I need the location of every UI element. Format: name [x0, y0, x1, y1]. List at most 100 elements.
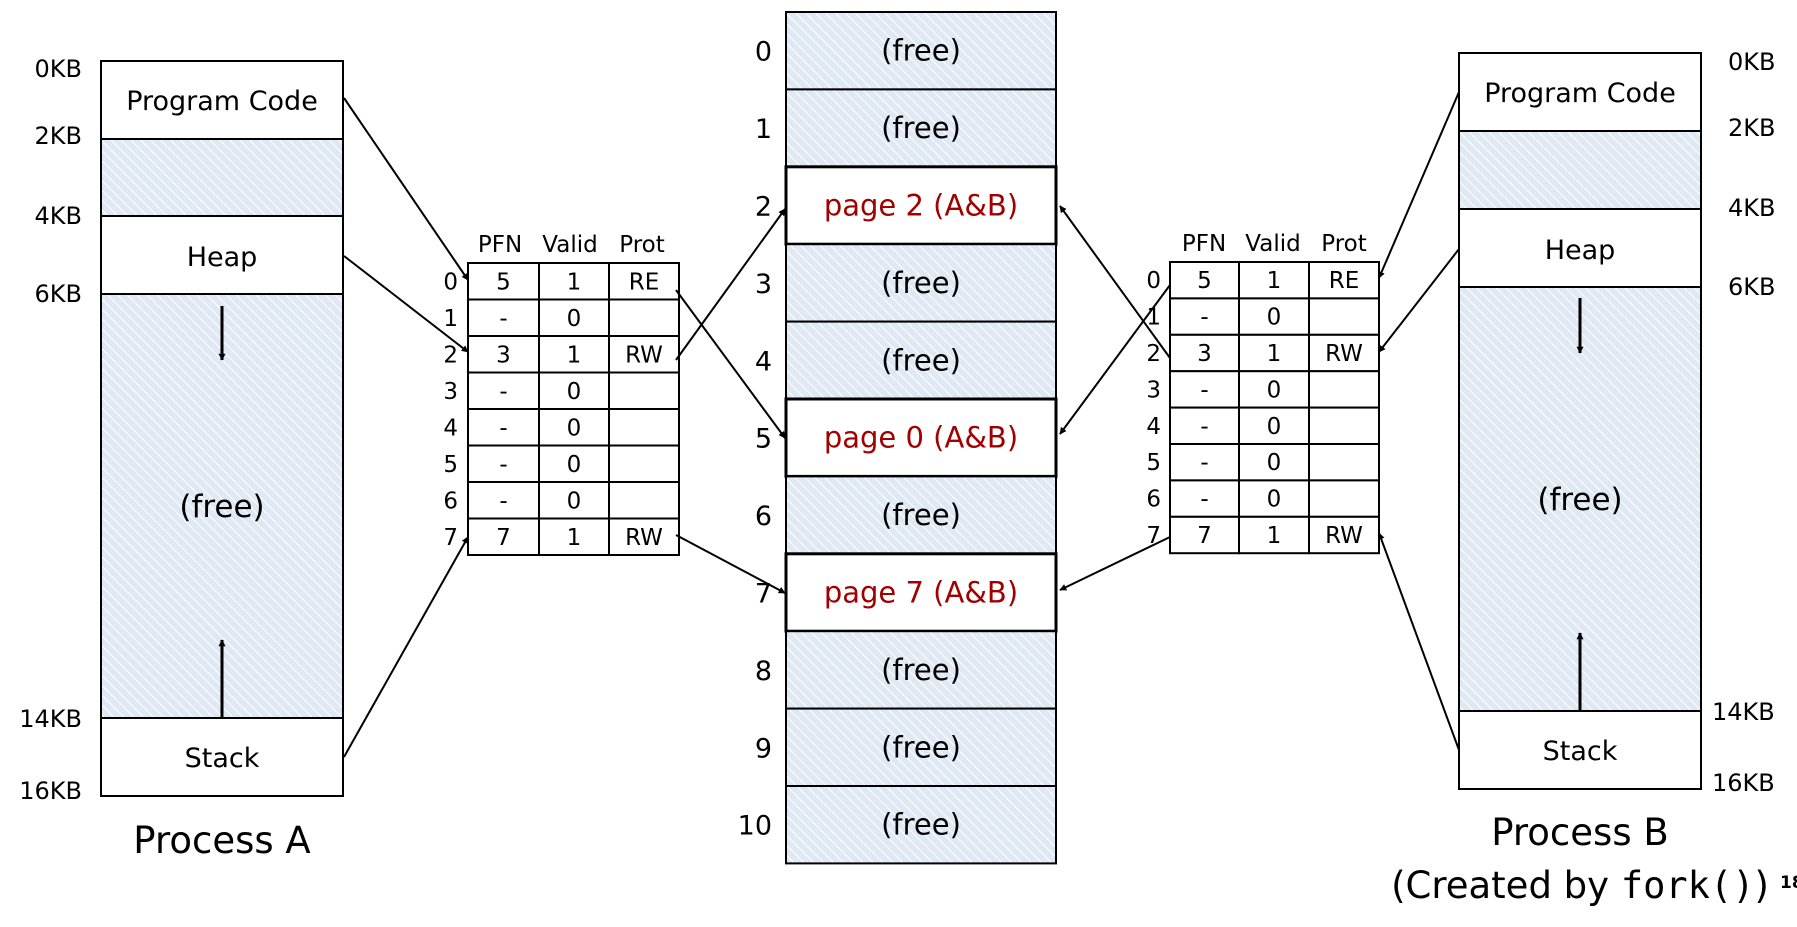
page-table-a-cell-1-prot	[608, 298, 680, 337]
page-table-a-index-5: 5	[443, 452, 458, 478]
page-table-a-index-0: 0	[443, 269, 458, 295]
frame-4-index: 4	[755, 346, 772, 377]
process-b: Program Code Heap (free) Stack 0KB 2KB 4…	[1391, 48, 1775, 907]
page-table-b-valid-0: 1	[1267, 268, 1282, 294]
frame-2-index: 2	[755, 192, 772, 223]
page-table-a-pfn-0: 5	[496, 269, 511, 295]
frame-3-box	[785, 243, 1057, 323]
page-table-a-pfn-6: -	[499, 488, 507, 514]
page-table-a-prot-7: RW	[625, 525, 663, 551]
frame-1-box	[785, 88, 1057, 168]
page-table-a-index-2: 2	[443, 342, 458, 368]
page-number: 18	[1780, 873, 1797, 893]
page-table-b-valid-3: 0	[1267, 377, 1282, 403]
page-table-b-index-2: 2	[1146, 341, 1161, 367]
frame-8-label: (free)	[881, 653, 961, 687]
page-table-b-prot-7: RW	[1325, 523, 1363, 549]
arrow-b-code-to-pte0	[1378, 91, 1460, 279]
frame-6-index: 6	[755, 501, 772, 532]
process-a-stack-label: Stack	[185, 743, 260, 774]
arrow-a-code-to-pte0	[343, 97, 469, 281]
page-table-b-pfn-7: 7	[1197, 523, 1212, 549]
page-table-a-prot-0: RE	[629, 269, 660, 295]
page-table-b-cell-2-prot	[1308, 333, 1380, 373]
frame-0-index: 0	[755, 37, 772, 68]
arrow-a-heap-to-pte2	[343, 255, 469, 353]
page-table-b-valid-7: 1	[1267, 523, 1282, 549]
frame-5-index: 5	[755, 424, 772, 455]
arrow-pte-b7-to-frame7	[1059, 536, 1171, 591]
process-a-addr-0: 0KB	[35, 55, 82, 83]
mapping-arrows	[343, 91, 1460, 758]
process-b-subtitle-code: fork()	[1621, 864, 1755, 907]
page-table-a-prot-2: RW	[625, 342, 663, 368]
process-b-addr-2: 4KB	[1728, 194, 1775, 222]
page-table-b-cell-6-prot	[1308, 479, 1380, 518]
frame-10-label: (free)	[881, 808, 961, 842]
page-table-b-valid-4: 0	[1267, 414, 1282, 440]
page-table-b-cell-7-prot	[1308, 515, 1380, 555]
frame-5-box	[784, 397, 1058, 478]
page-table-a-header-prot: Prot	[619, 232, 665, 258]
process-b-addr-3: 6KB	[1728, 273, 1775, 301]
arrow-pte-a7-to-frame7	[675, 534, 786, 594]
page-table-a-cell-3-prot	[608, 371, 680, 410]
page-table-a-valid-5: 0	[567, 452, 582, 478]
frame-10-box	[785, 785, 1057, 865]
page-table-b-prot-0: RE	[1329, 268, 1360, 294]
page-table-b-cell-2-valid	[1238, 333, 1310, 373]
frame-9-index: 9	[755, 733, 772, 764]
page-table-b-pfn-5: -	[1200, 450, 1208, 476]
frame-1-label: (free)	[881, 111, 961, 145]
page-table-a-cell-5-prot	[608, 444, 680, 483]
process-a-addr-3: 6KB	[35, 280, 82, 308]
page-table-a-cell-7-valid	[538, 517, 610, 556]
process-b-heap-label: Heap	[1545, 235, 1616, 266]
frame-2-label: page 2 (A&B)	[824, 189, 1018, 223]
page-table-b-cell-3-pfn	[1169, 370, 1240, 409]
frame-3-label: (free)	[881, 266, 961, 300]
frame-0-box	[785, 11, 1057, 91]
process-a-heap-segment	[100, 215, 344, 295]
frame-2-box	[784, 165, 1058, 246]
page-table-b-index-0: 0	[1146, 268, 1161, 294]
page-table-a-cell-4-prot	[608, 408, 680, 447]
arrow-pte-b2-to-frame2	[1059, 205, 1171, 359]
process-a-stack-segment	[100, 717, 344, 797]
page-table-b-header-prot: Prot	[1321, 231, 1367, 257]
page-table-a-cell-0-valid	[538, 262, 610, 301]
process-a-addr-4: 14KB	[19, 705, 82, 733]
page-table-b-cell-5-valid	[1238, 443, 1310, 482]
process-b-code-label: Program Code	[1484, 78, 1676, 109]
frame-3-index: 3	[755, 269, 772, 300]
page-table-a-cell-0-prot	[608, 262, 680, 301]
process-a-code-label: Program Code	[126, 86, 318, 117]
process-b-subtitle: (Created by fork())	[1391, 864, 1769, 907]
process-b-title: Process B	[1491, 811, 1669, 854]
page-table-a-index-6: 6	[443, 488, 458, 514]
process-a-addr-2: 4KB	[35, 202, 82, 230]
process-b-code-segment	[1458, 52, 1702, 132]
arrow-pte-a0-to-frame5	[675, 289, 786, 439]
page-table-a-pfn-2: 3	[496, 342, 511, 368]
page-table-b-index-5: 5	[1146, 450, 1161, 476]
page-table-a-cell-4-pfn	[467, 408, 540, 447]
page-table-a-valid-4: 0	[567, 415, 582, 441]
page-table-a-cell-7-prot	[608, 517, 680, 556]
process-b-addr-4: 14KB	[1712, 698, 1775, 726]
page-table-a-valid-6: 0	[567, 488, 582, 514]
frame-9-box	[785, 707, 1057, 787]
page-table-a-index-4: 4	[443, 415, 458, 441]
page-table-a-valid-7: 1	[567, 525, 582, 551]
page-table-a-valid-2: 1	[567, 342, 582, 368]
frame-6-label: (free)	[881, 498, 961, 532]
arrow-pte-a2-to-frame2	[675, 208, 786, 361]
process-b-subtitle-suffix: )	[1755, 864, 1769, 907]
process-a-hatched-segment	[100, 138, 344, 217]
process-a-addr-1: 2KB	[35, 122, 82, 150]
page-table-b-pfn-2: 3	[1197, 341, 1212, 367]
